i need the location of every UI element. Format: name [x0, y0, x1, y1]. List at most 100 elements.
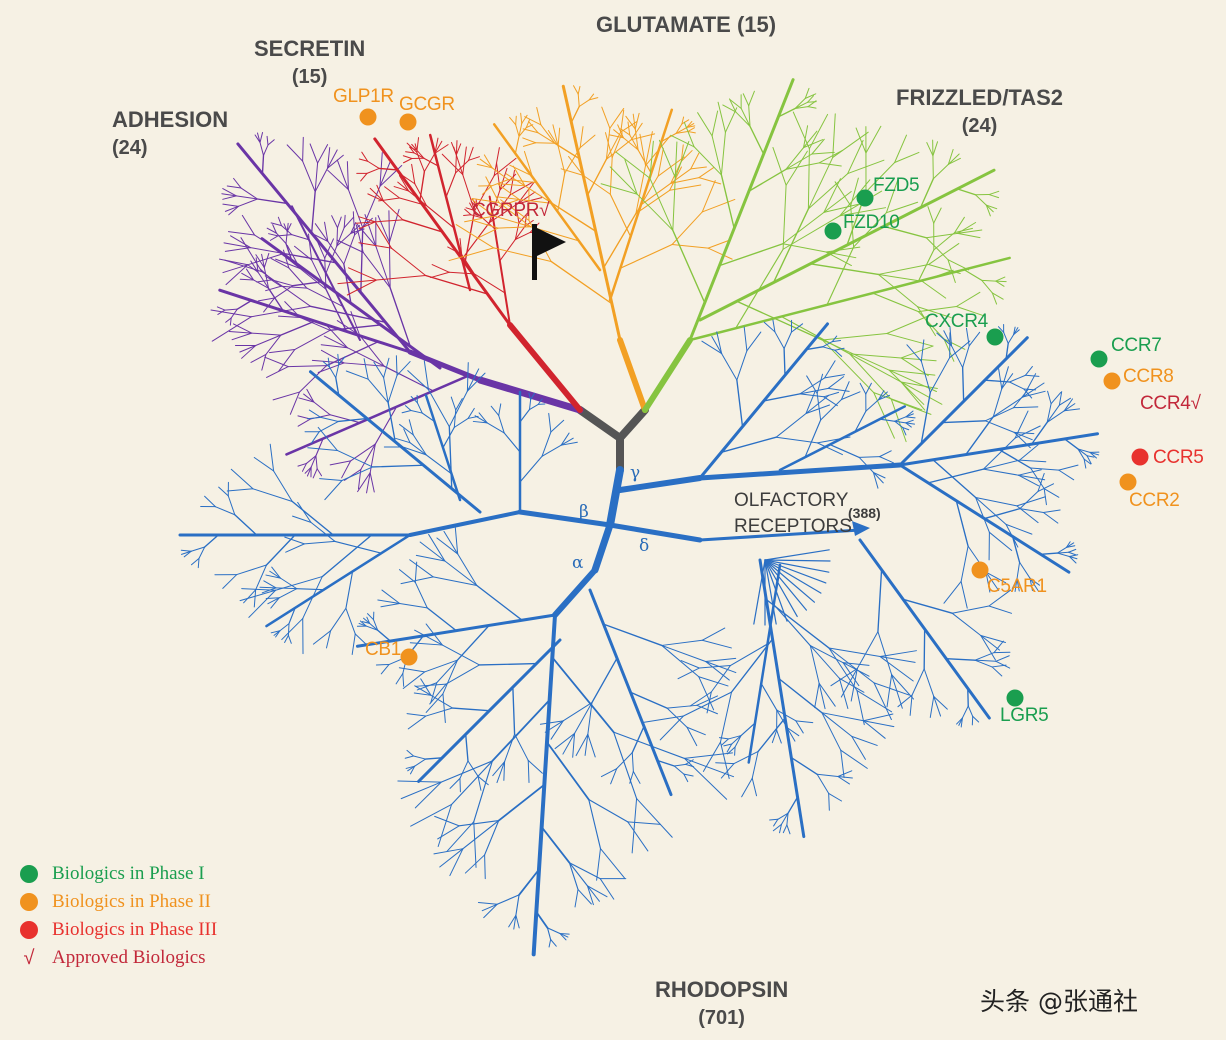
- rhodopsin-branch: [1009, 381, 1025, 390]
- rhodopsin-branch: [775, 412, 807, 438]
- adhesion-branch: [476, 376, 584, 414]
- frizzled-branch: [995, 280, 1007, 283]
- rhodopsin-branch: [960, 580, 968, 609]
- secretin-branch: [455, 159, 470, 174]
- adhesion-branch: [389, 287, 412, 348]
- rhodopsin-branch: [416, 402, 423, 414]
- rhodopsin-branch: [214, 506, 236, 516]
- rhodopsin-branch: [413, 692, 432, 696]
- rhodopsin-branch: [504, 733, 516, 763]
- rhodopsin-branch: [705, 660, 737, 674]
- rhodopsin-branch: [1068, 548, 1077, 553]
- adhesion-branch: [210, 309, 252, 318]
- secretin-branch: [455, 154, 457, 174]
- rhodopsin-branch: [330, 607, 347, 632]
- rhodopsin-branch: [416, 682, 438, 691]
- rhodopsin-branch: [805, 390, 816, 414]
- frizzled-branch: [777, 107, 796, 118]
- rhodopsin-branch: [396, 361, 411, 376]
- rhodopsin-branch: [816, 773, 830, 794]
- subgroup-beta: β: [579, 502, 589, 522]
- receptor-dot-c5ar1: [971, 561, 989, 579]
- receptor-name: GCGR: [399, 94, 455, 115]
- rhodopsin-branch: [902, 598, 953, 614]
- rhodopsin-branch: [729, 643, 769, 667]
- rhodopsin-branch: [686, 726, 706, 736]
- glutamate-branch: [547, 130, 559, 147]
- rhodopsin-branch: [602, 623, 663, 647]
- rhodopsin-branch: [1068, 556, 1078, 560]
- rhodopsin-branch: [366, 616, 371, 624]
- olfactory-fan: [753, 559, 766, 625]
- glutamate-branch: [629, 134, 639, 151]
- adhesion-branch: [364, 214, 377, 247]
- rhodopsin-branch: [1009, 374, 1027, 383]
- frizzled-branch: [947, 157, 961, 165]
- rhodopsin-branch: [513, 914, 517, 930]
- rhodopsin-branch: [1042, 511, 1059, 524]
- rhodopsin-branch: [1025, 374, 1040, 377]
- rhodopsin-branch: [551, 656, 615, 733]
- rhodopsin-branch: [949, 340, 971, 359]
- rhodopsin-branch: [1047, 390, 1052, 405]
- rhodopsin-branch: [528, 399, 532, 411]
- frizzled-branch: [947, 153, 960, 165]
- rhodopsin-branch: [814, 682, 820, 709]
- rhodopsin-branch: [486, 422, 505, 434]
- rhodopsin-branch: [840, 749, 845, 778]
- glutamate-branch: [681, 116, 685, 125]
- receptor-dot-gcgr: [399, 113, 417, 131]
- rhodopsin-branch: [568, 862, 589, 887]
- rhodopsin-branch: [318, 420, 339, 433]
- rhodopsin-branch: [763, 321, 776, 333]
- frizzled-branch: [839, 179, 871, 217]
- adhesion-branch: [320, 349, 345, 364]
- adhesion-branch: [278, 349, 296, 372]
- adhesion-branch: [336, 216, 342, 229]
- rhodopsin-branch: [968, 331, 981, 347]
- rhodopsin-branch: [894, 416, 907, 422]
- rhodopsin-branch: [809, 645, 820, 684]
- adhesion-branch: [226, 185, 242, 189]
- frizzled-branch: [785, 162, 820, 170]
- rhodopsin-branch: [296, 588, 325, 591]
- rhodopsin-branch: [734, 735, 742, 748]
- check-icon: √: [23, 946, 35, 969]
- adhesion-branch: [336, 159, 349, 191]
- rhodopsin-branch: [683, 757, 735, 778]
- rhodopsin-branch: [772, 823, 782, 832]
- rhodopsin-branch: [974, 659, 997, 662]
- glutamate-branch: [578, 99, 590, 107]
- frizzled-branch: [873, 392, 923, 411]
- rhodopsin-branch: [401, 409, 412, 414]
- rhodopsin-branch: [998, 368, 1003, 390]
- adhesion-branch: [301, 462, 307, 472]
- adhesion-branch: [277, 216, 283, 227]
- frizzled-branch: [926, 142, 934, 157]
- adhesion-branch: [287, 365, 328, 368]
- receptor-label-ccr2: CCR2: [1129, 490, 1180, 512]
- rhodopsin-branch: [462, 819, 500, 850]
- rhodopsin-branch: [820, 398, 842, 421]
- adhesion-branch: [251, 332, 282, 336]
- adhesion-branch: [288, 267, 308, 289]
- rhodopsin-branch: [1063, 408, 1081, 412]
- rhodopsin-branch: [1003, 331, 1009, 344]
- glutamate-branch: [601, 106, 611, 129]
- frizzled-branch: [933, 232, 956, 251]
- receptor-name: GLP1R: [333, 86, 394, 107]
- glutamate-branch: [603, 212, 637, 269]
- rhodopsin-branch: [261, 587, 277, 594]
- frizzled-branch: [832, 113, 836, 158]
- rhodopsin-branch: [984, 379, 1011, 383]
- rhodopsin-branch: [548, 412, 552, 433]
- secretin-branch: [517, 191, 536, 205]
- rhodopsin-branch: [743, 326, 748, 352]
- adhesion-branch: [352, 211, 356, 236]
- rhodopsin-branch: [818, 682, 836, 707]
- rhodopsin-branch: [975, 497, 1007, 525]
- frizzled-branch: [917, 306, 952, 319]
- secretin-branch: [423, 152, 436, 173]
- frizzled-branch: [782, 184, 787, 250]
- adhesion-branch: [222, 264, 249, 274]
